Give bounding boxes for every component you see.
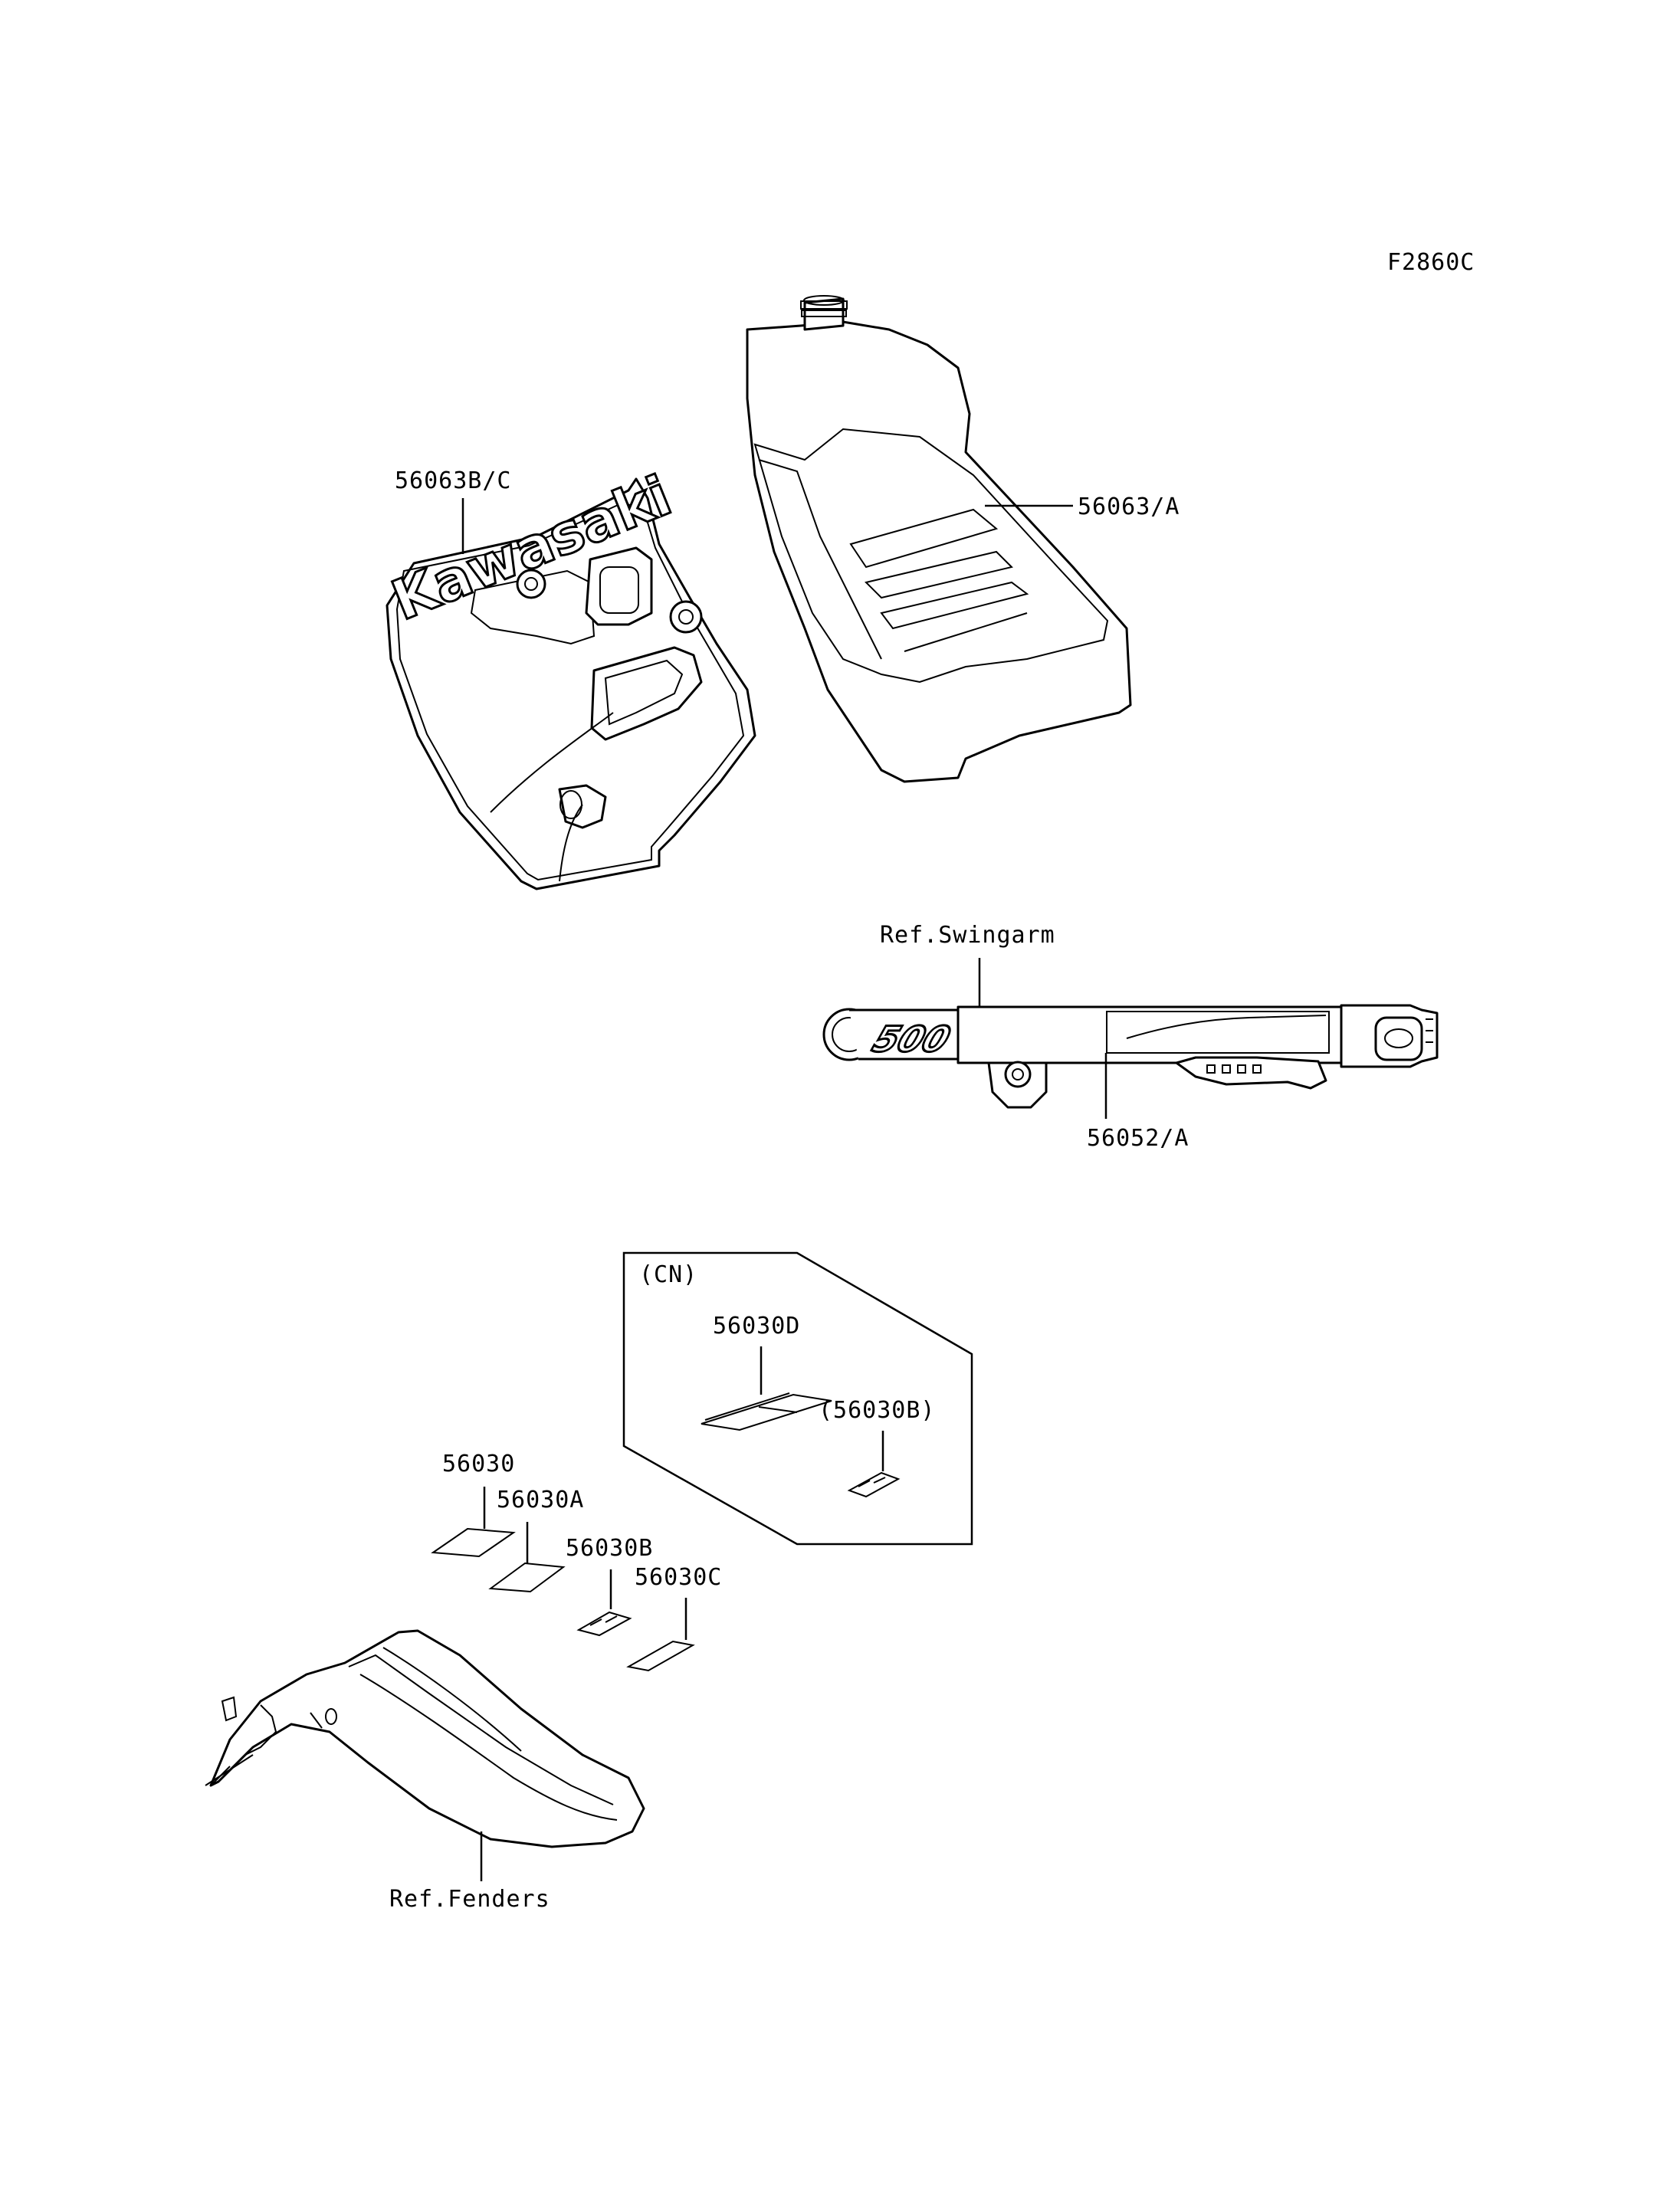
label-cn-group: (CN) [639, 1261, 697, 1288]
cn-group-box [622, 1251, 973, 1546]
label-56030-illustration [431, 1527, 516, 1558]
label-tank-decal: 56063/A [1078, 494, 1180, 520]
label-fenders-ref: Ref.Fenders [389, 1886, 550, 1913]
label-swingarm-ref: Ref.Swingarm [880, 922, 1055, 949]
label-56030c-illustration [626, 1640, 695, 1672]
label-56030: 56030 [442, 1451, 515, 1477]
label-56030a-illustration [488, 1562, 566, 1593]
label-56030b-illustration [576, 1611, 632, 1637]
radiator-shroud-illustration: Kawasaki [382, 462, 756, 890]
swingarm-500-graphic: 500 [867, 1019, 955, 1060]
label-swingarm-decal: 56052/A [1087, 1125, 1189, 1152]
label-56030a: 56030A [497, 1487, 584, 1513]
cn-label-56030d-illustration [701, 1392, 832, 1431]
label-cn-56030b: (56030B) [819, 1397, 936, 1424]
fuel-tank-illustration [746, 295, 1132, 783]
cn-label-56030b-illustration [847, 1471, 901, 1498]
label-56030c: 56030C [635, 1564, 722, 1591]
label-56030b: 56030B [566, 1535, 653, 1562]
fender-illustration [205, 1629, 645, 1848]
label-cn-56030d: 56030D [713, 1313, 800, 1340]
figure-code: F2860C [1387, 249, 1475, 276]
label-shroud-decal: 56063B/C [395, 467, 512, 494]
swingarm-illustration: 500 [822, 1004, 1439, 1109]
